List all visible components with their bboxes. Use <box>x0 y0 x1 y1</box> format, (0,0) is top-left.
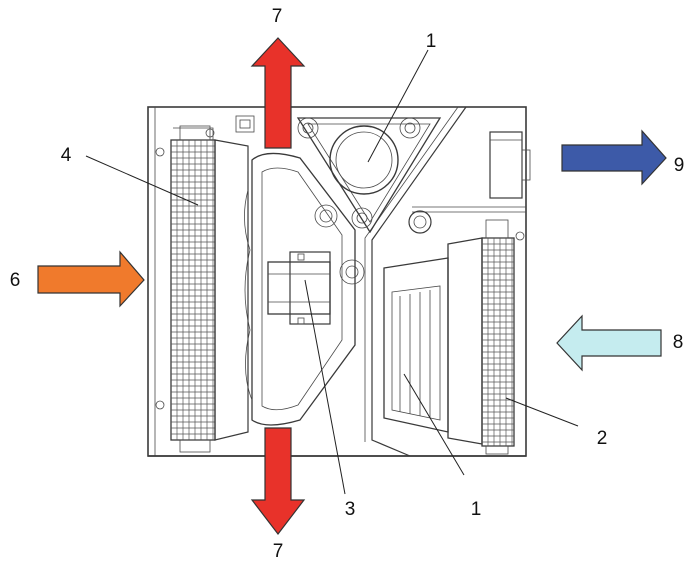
air-out-top-arrow <box>250 37 306 149</box>
air-out-right-arrow <box>561 129 667 186</box>
air-in-left-arrow <box>37 250 145 308</box>
label-compressor-top: 1 <box>426 31 437 52</box>
air-in-right-arrow <box>556 314 662 372</box>
label-evaporator-coil: 2 <box>597 428 608 449</box>
condenser-coil <box>155 125 249 453</box>
control-box <box>408 131 531 234</box>
fan-shroud <box>244 152 356 426</box>
label-air-in-left: 6 <box>10 270 21 291</box>
label-air-out-bottom: 7 <box>273 541 284 562</box>
fan-motor <box>267 251 331 325</box>
label-air-out-right: 9 <box>674 155 685 176</box>
compressor-bottom <box>383 257 449 433</box>
evaporator-coil <box>447 219 525 455</box>
label-fan-motor: 3 <box>345 499 356 520</box>
label-condenser-coil: 4 <box>61 145 72 166</box>
leader-lines <box>85 49 579 495</box>
air-out-bottom-arrow <box>250 427 306 535</box>
compressor-top <box>235 115 442 285</box>
label-compressor-bottom: 1 <box>471 499 482 520</box>
label-air-out-top: 7 <box>272 6 283 27</box>
unit-housing <box>147 106 527 457</box>
label-air-in-right: 8 <box>673 332 684 353</box>
